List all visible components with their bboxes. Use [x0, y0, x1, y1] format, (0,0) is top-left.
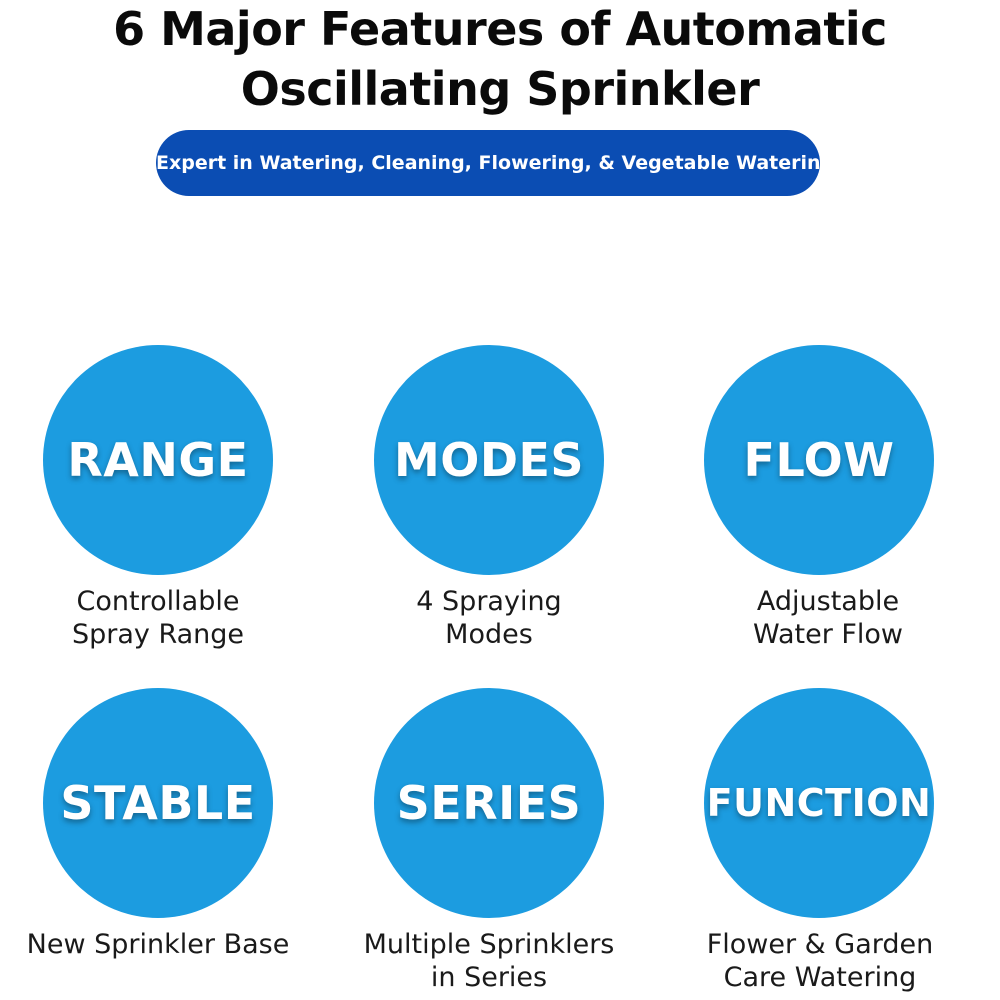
- feature-caption-line: Controllable: [76, 586, 240, 617]
- feature-word-function: FUNCTION: [706, 781, 932, 825]
- feature-caption-range: Controllable Spray Range: [0, 585, 318, 651]
- feature-caption-line: Modes: [445, 619, 533, 650]
- feature-circle-range: RANGE: [43, 345, 273, 575]
- title-line-1: 6 Major Features of Automatic: [113, 2, 887, 56]
- title-line-2: Oscillating Sprinkler: [240, 62, 760, 116]
- feature-word-range: RANGE: [67, 433, 249, 487]
- feature-caption-line: Flower & Garden: [706, 929, 934, 960]
- feature-caption-function: Flower & Garden Care Watering: [660, 928, 980, 994]
- subtitle-banner: Expert in Watering, Cleaning, Flowering,…: [156, 130, 834, 196]
- feature-caption-stable: New Sprinkler Base: [0, 928, 318, 961]
- feature-caption-flow: Adjustable Water Flow: [668, 585, 988, 651]
- feature-word-flow: FLOW: [743, 433, 895, 487]
- feature-caption-line: New Sprinkler Base: [26, 929, 290, 960]
- feature-circle-function: FUNCTION: [704, 688, 934, 918]
- feature-caption-line: Multiple Sprinklers: [363, 929, 615, 960]
- feature-word-modes: MODES: [393, 433, 585, 487]
- feature-caption-line: Water Flow: [752, 619, 904, 650]
- feature-circle-series: SERIES: [374, 688, 604, 918]
- feature-caption-line: Care Watering: [723, 962, 917, 993]
- feature-caption-line: 4 Spraying: [416, 586, 562, 617]
- feature-caption-modes: 4 Spraying Modes: [329, 585, 649, 651]
- feature-circle-stable: STABLE: [43, 688, 273, 918]
- feature-word-stable: STABLE: [60, 776, 256, 830]
- feature-caption-series: Multiple Sprinklers in Series: [329, 928, 649, 994]
- feature-caption-line: Adjustable: [756, 586, 900, 617]
- feature-word-series: SERIES: [396, 776, 582, 830]
- feature-caption-line: Spray Range: [71, 619, 245, 650]
- feature-caption-line: in Series: [430, 962, 548, 993]
- feature-circle-modes: MODES: [374, 345, 604, 575]
- feature-circle-flow: FLOW: [704, 345, 934, 575]
